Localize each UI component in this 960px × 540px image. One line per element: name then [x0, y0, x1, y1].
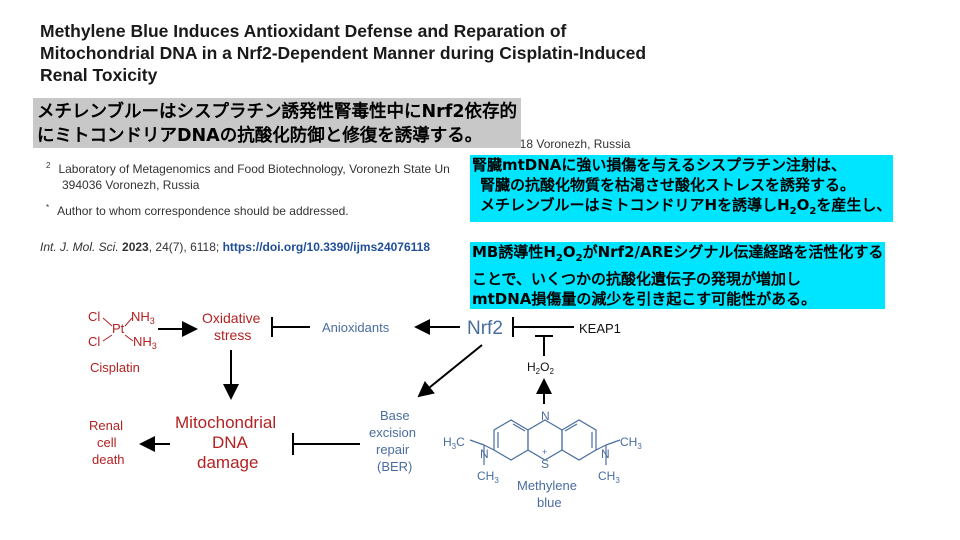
banner-line-1: メチレンブルーはシスプラチン誘発性腎毒性中にNrf2依存的 [37, 102, 518, 122]
affiliation-2-line1: Laboratory of Metagenomics and Food Biot… [58, 162, 450, 176]
ber-label-4: (BER) [377, 459, 412, 474]
svg-text:NH3: NH3 [131, 309, 155, 326]
corresponding-mark: * [46, 203, 50, 212]
affiliation-2: 2 Laboratory of Metagenomics and Food Bio… [46, 157, 450, 178]
box2-line-2: ことで、いくつかの抗酸化遺伝子の発現が増加し [470, 269, 886, 289]
methylene-blue-structure [469, 419, 621, 465]
affiliation-2-number: 2 [46, 161, 51, 170]
svg-text:+: + [542, 447, 547, 457]
methylene-blue-label-1: Methylene [517, 478, 577, 493]
box2-line-3: mtDNA損傷量の減少を引き起こす可能性がある。 [470, 289, 886, 309]
annotation-box-2: MB誘導性H2O2がNrf2/AREシグナル伝達経路を活性化する ことで、いくつ… [470, 242, 886, 309]
affiliation-2-line2: 394036 Voronezh, Russia [62, 178, 200, 192]
annotation-box-1: 腎臓mtDNAに強い損傷を与えるシスプラチン注射は、 腎臓の抗酸化物質を枯渇させ… [470, 155, 894, 222]
keap1-label: KEAP1 [579, 321, 621, 336]
methylene-blue-label-2: blue [537, 495, 562, 510]
box2-line-1: MB誘導性H2O2がNrf2/AREシグナル伝達経路を活性化する [470, 242, 886, 269]
corresponding-author-note: * Author to whom correspondence should be… [46, 199, 349, 220]
svg-text:CH3: CH3 [598, 469, 620, 485]
banner-line-2: にミトコンドリアDNAの抗酸化防御と修復を誘導する。 [37, 126, 483, 146]
svg-text:Pt: Pt [112, 321, 125, 336]
svg-text:CH3: CH3 [620, 435, 642, 451]
oxidative-stress-label-1: Oxidative [202, 310, 261, 326]
methylene-blue-labels: N S + N N H3C CH3 CH3 CH3 [443, 409, 642, 485]
svg-text:CH3: CH3 [477, 469, 499, 485]
renal-cell-death-2: cell [97, 435, 117, 450]
mtdna-damage-label-1: Mitochondrial [175, 413, 276, 432]
nrf2-label: Nrf2 [467, 318, 503, 339]
citation-journal: Int. J. Mol. Sci. [40, 240, 119, 254]
mtdna-damage-label-3: damage [197, 453, 258, 472]
cisplatin-structure: Cl Cl Pt NH3 NH3 Cisplatin [88, 309, 157, 375]
renal-cell-death-3: death [92, 452, 125, 467]
citation: Int. J. Mol. Sci. 2023, 24(7), 6118; htt… [40, 240, 430, 254]
arrow-nrf2-to-ber [417, 344, 483, 398]
cisplatin-label: Cisplatin [90, 360, 140, 375]
svg-text:NH3: NH3 [133, 334, 157, 351]
box1-line-1: 腎臓mtDNAに強い損傷を与えるシスプラチン注射は、 [470, 155, 894, 175]
oxidative-stress-label-2: stress [214, 327, 251, 343]
svg-text:Cl: Cl [88, 309, 100, 324]
svg-text:Cl: Cl [88, 334, 100, 349]
ber-label-1: Base [380, 408, 410, 423]
box1-line-3: メチレンブルーはミトコンドリアHを誘導しH2O2を産生し、 [470, 195, 894, 222]
diagram-arrows [139, 317, 574, 455]
ber-label-3: repair [376, 442, 410, 457]
citation-volume: , 24(7), 6118; [148, 240, 223, 254]
citation-year: 2023 [122, 240, 149, 254]
corresponding-text: Author to whom correspondence should be … [57, 204, 349, 218]
translation-banner: メチレンブルーはシスプラチン誘発性腎毒性中にNrf2依存的 にミトコンドリアDN… [33, 98, 522, 148]
svg-text:H3C: H3C [443, 435, 465, 451]
antioxidants-label: Anioxidants [322, 320, 390, 335]
ber-label-2: excision [369, 425, 416, 440]
box1-line-2: 腎臓の抗酸化物質を枯渇させ酸化ストレスを誘発する。 [470, 175, 894, 195]
affiliation-1-tail: 018 Voronezh, Russia [513, 137, 631, 151]
svg-text:S: S [541, 457, 549, 471]
svg-text:N: N [541, 409, 550, 423]
svg-text:N: N [601, 447, 610, 461]
doi-link[interactable]: https://doi.org/10.3390/ijms24076118 [222, 240, 430, 254]
svg-text:N: N [480, 447, 489, 461]
h2o2-label: H2O2 [527, 360, 554, 376]
paper-title: Methylene Blue Induces Antioxidant Defen… [40, 21, 647, 85]
renal-cell-death-1: Renal [89, 418, 123, 433]
mtdna-damage-label-2: DNA [212, 433, 249, 452]
